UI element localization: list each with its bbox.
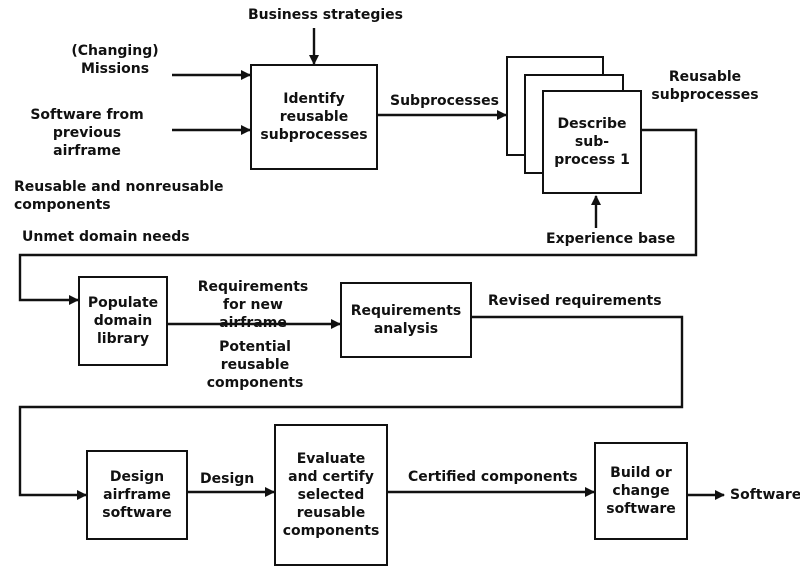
reusable-subprocesses-label: Reusable subprocesses	[651, 69, 759, 103]
subprocesses-label: Subprocesses	[390, 93, 499, 109]
software-previous-label: Software from previous airframe	[30, 107, 144, 159]
evaluate-box-label: Evaluate and certify selected reusable c…	[282, 451, 380, 539]
arrow-reusable-subprocesses	[18, 128, 698, 305]
build-box-label: Build or change software	[606, 465, 676, 517]
unmet-domain-needs-label: Unmet domain needs	[22, 229, 190, 245]
populate-box	[78, 276, 168, 366]
requirements-new-airframe-label: Requirements for new airframe	[197, 279, 309, 331]
design-box	[86, 450, 188, 540]
business-strategies-label: Business strategies	[248, 7, 403, 23]
experience-base-label: Experience base	[546, 231, 676, 247]
design-label: Design	[200, 471, 255, 487]
potential-reusable-label: Potential reusable components	[206, 339, 304, 391]
requirements-box	[340, 282, 472, 358]
build-box	[594, 442, 688, 540]
revised-requirements-label: Revised requirements	[488, 293, 662, 309]
certified-components-label: Certified components	[408, 469, 578, 485]
arrow-revised-requirements	[18, 315, 684, 500]
populate-box-label: Populate domain library	[87, 295, 159, 347]
describe-box-label: Describe sub- process 1	[554, 116, 630, 168]
reusable-nonreusable-label: Reusable and nonreusable components	[14, 179, 224, 213]
identify-box-label: Identify reusable subprocesses	[260, 91, 368, 143]
software-output-label: Software	[730, 487, 800, 503]
describe-box	[542, 90, 642, 194]
design-box-label: Design airframe software	[102, 469, 172, 521]
evaluate-box	[274, 424, 388, 566]
missions-label: (Changing) Missions	[71, 43, 159, 77]
identify-box	[250, 64, 378, 170]
requirements-box-label: Requirements analysis	[350, 303, 462, 337]
